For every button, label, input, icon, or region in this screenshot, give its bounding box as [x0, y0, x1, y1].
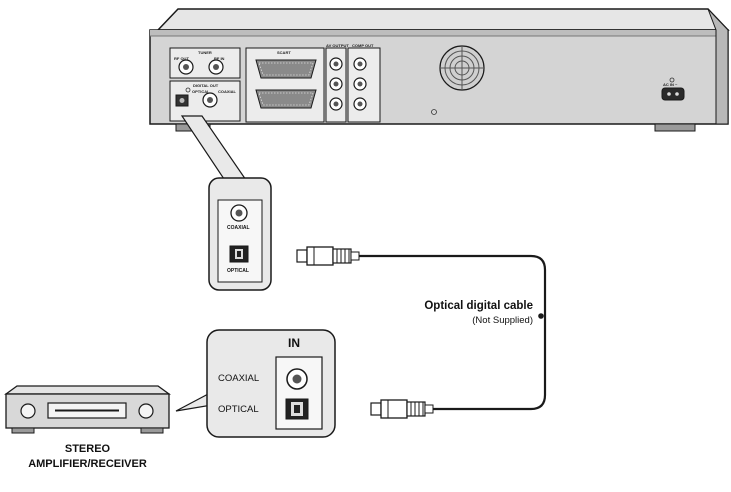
cable-line	[359, 254, 547, 411]
cable-plug-upper	[296, 246, 360, 266]
label-callout-bottom-in: IN	[288, 336, 300, 350]
label-rf-out: RF OUT	[174, 56, 189, 61]
label-callout-bottom-optical: OPTICAL	[218, 404, 259, 415]
label-av-output: AV OUTPUT	[326, 43, 349, 48]
label-callout-top-coaxial: COAXIAL	[227, 225, 250, 231]
callout-bottom	[175, 329, 336, 438]
ac-inlet	[661, 87, 685, 101]
scart-connector-1	[255, 59, 317, 79]
label-cable-name: Optical digital cable	[424, 300, 533, 312]
label-callout-top-optical: OPTICAL	[227, 268, 249, 274]
optical-cable	[296, 246, 547, 419]
callout-top-pointer	[180, 115, 248, 183]
label-recorder-optical: OPTICAL	[192, 89, 210, 94]
label-ac-in: AC IN ~	[663, 82, 678, 87]
recorder-foot-right	[654, 123, 696, 132]
scart-panel	[245, 47, 325, 123]
recorder-unit	[149, 8, 730, 132]
label-tuner: TUNER	[198, 50, 212, 55]
callout-top	[180, 115, 272, 291]
label-rf-in: RF IN	[214, 56, 225, 61]
amplifier-knob-left	[20, 403, 36, 419]
recorder-top-face	[156, 8, 730, 31]
scart-connector-2	[255, 89, 317, 109]
label-scart: SCART	[277, 50, 291, 55]
label-digital-out: DIGITAL OUT	[193, 83, 219, 88]
label-amplifier-line2: AMPLIFIER/RECEIVER	[28, 458, 147, 470]
cable-label-dot	[538, 313, 544, 319]
label-cable-note: (Not Supplied)	[472, 315, 533, 326]
label-callout-bottom-coaxial: COAXIAL	[218, 373, 260, 384]
cable-plug-lower	[370, 399, 434, 419]
label-recorder-coaxial: COAXIAL	[218, 89, 236, 94]
stereo-amplifier	[4, 385, 171, 434]
label-amplifier-line1: STEREO	[64, 443, 111, 455]
fan-vent	[439, 45, 485, 91]
label-comp-out: COMP OUT	[352, 43, 374, 48]
amplifier-knob-right	[138, 403, 154, 419]
